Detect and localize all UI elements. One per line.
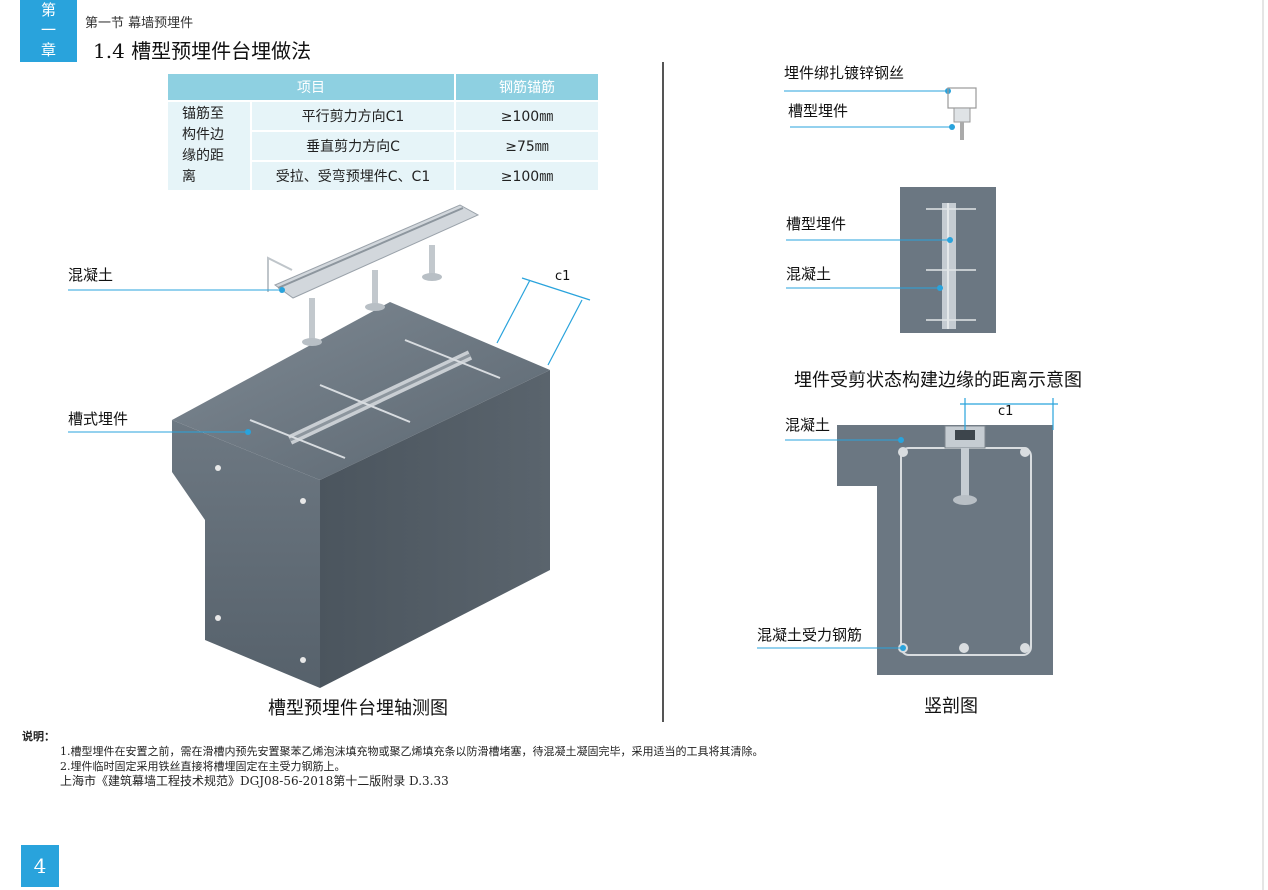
- channel-embed-rail: [273, 204, 480, 299]
- label-concrete-plan: 混凝土: [786, 265, 831, 283]
- table-cell-item: 平行剪力方向C1: [252, 102, 454, 130]
- table-cell-value: ≥75㎜: [456, 132, 598, 160]
- row-group-line: 锚筋至: [182, 106, 224, 122]
- page-number: 4: [21, 845, 59, 887]
- section-title: 第一节 幕墙预埋件: [85, 16, 194, 31]
- axonometric-figure: c1 混凝土 槽式埋件: [68, 204, 591, 688]
- table-row: 受拉、受弯预埋件C、C1 ≥100㎜: [168, 162, 598, 190]
- section-view-figure: c1 混凝土 混凝土受力钢筋: [757, 398, 1058, 675]
- table-header-item: 项目: [168, 74, 454, 100]
- chapter-tab-char: 章: [40, 41, 56, 59]
- chapter-tab: 第 一 章: [20, 0, 77, 62]
- page-edge-rule: [1262, 0, 1264, 890]
- label-wire: 埋件绑扎镀锌钢丝: [784, 64, 904, 82]
- column-divider: [662, 62, 664, 722]
- table-cell-value: ≥100㎜: [456, 102, 598, 130]
- notes-line: 2.埋件临时固定采用铁丝直接将槽埋固定在主受力钢筋上。: [60, 760, 346, 773]
- table-header-row: 项目 钢筋锚筋: [168, 74, 598, 100]
- table-cell-item: 垂直剪力方向C: [252, 132, 454, 160]
- spec-table: 项目 钢筋锚筋 锚筋至 构件边 缘的距 离 平行剪力方向C1 ≥100㎜ 垂直剪…: [166, 72, 600, 192]
- table-header-value: 钢筋锚筋: [456, 74, 598, 100]
- label-embed-plan: 槽型埋件: [786, 215, 846, 233]
- concrete-front-face: [172, 420, 320, 688]
- chapter-tab-char: 第: [40, 1, 56, 19]
- row-group-line: 构件边: [182, 127, 224, 143]
- table-cell-value: ≥100㎜: [456, 162, 598, 190]
- label-rebar: 混凝土受力钢筋: [757, 626, 862, 644]
- label-embed-small: 槽型埋件: [788, 102, 848, 120]
- table-row-group: 锚筋至 构件边 缘的距 离: [168, 102, 250, 190]
- row-group-line: 缘的距: [182, 148, 224, 164]
- page-heading: 1.4 槽型预埋件台埋做法: [93, 39, 312, 63]
- table-row: 锚筋至 构件边 缘的距 离 平行剪力方向C1 ≥100㎜: [168, 102, 598, 190]
- plan-view-figure: 槽型埋件 混凝土: [786, 187, 996, 333]
- left-figure-caption: 槽型预埋件台埋轴测图: [268, 698, 448, 719]
- notes-title: 说明：: [22, 730, 55, 743]
- plan-view-caption: 埋件受剪状态构建边缘的距离示意图: [794, 370, 1082, 391]
- chapter-tab-char: 一: [40, 21, 56, 39]
- label-channel-embed: 槽式埋件: [68, 410, 128, 428]
- label-concrete: 混凝土: [68, 266, 113, 284]
- section-caption: 竖剖图: [924, 696, 978, 717]
- section-dim-c1: c1: [998, 404, 1013, 419]
- notes-line: 1.槽型埋件在安置之前，需在滑槽内预先安置聚苯乙烯泡沫填充物或聚乙烯填充条以防滑…: [60, 745, 764, 758]
- embed-wire-detail: 埋件绑扎镀锌钢丝 槽型埋件: [784, 64, 977, 140]
- notes: 说明： 1.槽型埋件在安置之前，需在滑槽内预先安置聚苯乙烯泡沫填充物或聚乙烯填充…: [22, 728, 764, 789]
- notes-reference: 上海市《建筑幕墙工程技术规范》DGJ08-56-2018第十二版附录 D.3.3…: [60, 774, 449, 788]
- table-row: 垂直剪力方向C ≥75㎜: [168, 132, 598, 160]
- concrete-side-face: [320, 370, 550, 688]
- table-cell-item: 受拉、受弯预埋件C、C1: [252, 162, 454, 190]
- section-concrete: [837, 425, 1053, 675]
- label-concrete-section: 混凝土: [785, 416, 830, 434]
- dim-c1-label: c1: [555, 269, 570, 284]
- concrete-top-face: [172, 302, 550, 480]
- row-group-line: 离: [182, 169, 196, 185]
